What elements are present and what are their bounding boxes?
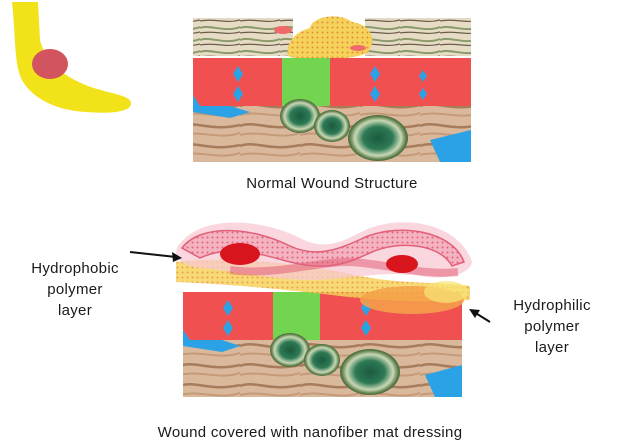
- mineral-nodule: [348, 115, 408, 161]
- exudate: [386, 255, 418, 273]
- hydrophilic-label-line: layer: [492, 337, 612, 358]
- mineral-nodule: [340, 349, 400, 395]
- mineral-nodule: [304, 344, 340, 376]
- normal-wound-structure: [193, 16, 471, 162]
- stratum-top-right: [365, 18, 471, 56]
- hydrophobic-label-line: layer: [0, 300, 150, 321]
- mineral-nodule: [280, 99, 320, 133]
- covered-wound-structure: [176, 222, 472, 397]
- mineral-nodule: [270, 333, 310, 367]
- bottom-caption: Wound covered with nanofiber mat dressin…: [60, 424, 560, 441]
- hydrophilic-label-line: polymer: [492, 316, 612, 337]
- scab-blob: [350, 45, 366, 51]
- foot-icon: [12, 2, 131, 113]
- scab-blob: [274, 26, 292, 34]
- exudate: [220, 243, 260, 265]
- stratum-top-left: [193, 18, 293, 56]
- hydrophobic-label: Hydrophobic polymer layer: [0, 258, 150, 321]
- scab: [288, 16, 373, 59]
- arrow-icon: [469, 309, 490, 322]
- hydrophobic-label-line: polymer: [0, 279, 150, 300]
- wound-spot: [32, 49, 68, 79]
- hydrophilic-label-line: Hydrophilic: [492, 295, 612, 316]
- top-caption: Normal Wound Structure: [193, 175, 471, 192]
- mineral-nodule: [314, 110, 350, 142]
- hydrophobic-label-line: Hydrophobic: [0, 258, 150, 279]
- hydrophilic-halo: [424, 281, 468, 303]
- hydrophilic-label: Hydrophilic polymer layer: [492, 295, 612, 358]
- epidermis: [193, 58, 471, 106]
